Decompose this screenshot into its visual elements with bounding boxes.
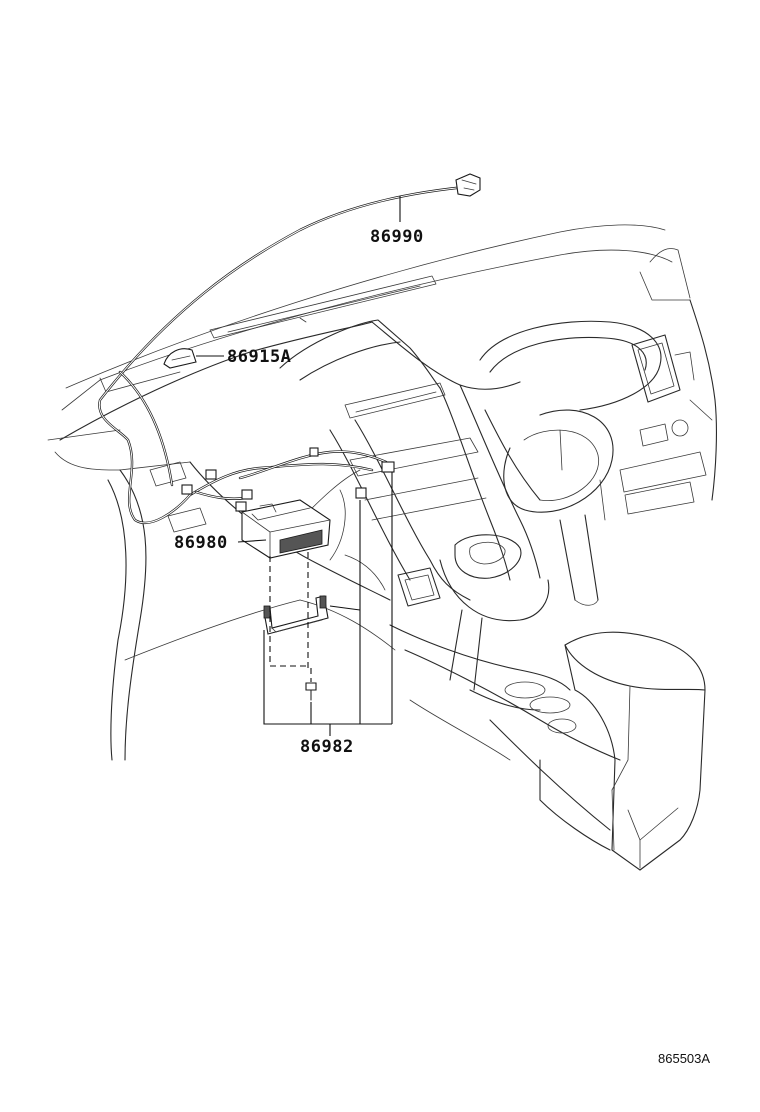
receiver-unit-part xyxy=(241,499,331,559)
part-label-86982: 86982 xyxy=(300,737,354,757)
antenna-cord-connector xyxy=(455,173,481,197)
leader-lines xyxy=(196,196,401,736)
part-label-86980: 86980 xyxy=(174,533,228,553)
antenna-sensor-part xyxy=(163,348,197,369)
wire-harness xyxy=(98,184,478,525)
dashboard-line-art xyxy=(47,224,717,871)
assembly-dashed-lines xyxy=(269,552,312,682)
part-label-86990: 86990 xyxy=(370,227,424,247)
part-label-86915a: 86915A xyxy=(227,347,291,367)
bracket-part xyxy=(263,595,329,635)
screw-part xyxy=(305,682,317,701)
diagram-reference-code: 865503A xyxy=(658,1051,710,1066)
